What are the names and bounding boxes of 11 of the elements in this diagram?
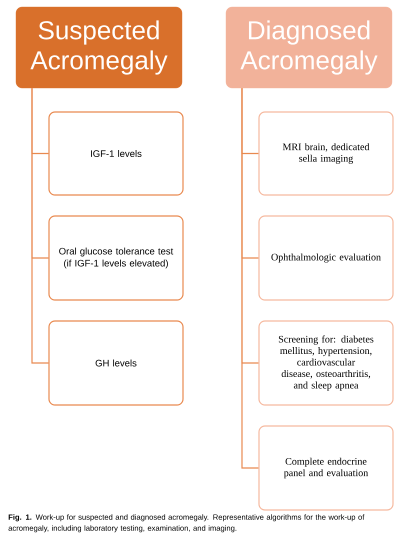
step-box: Ophthalmologic evaluation — [258, 215, 394, 301]
step-box: Complete endocrine panel and evaluation — [258, 425, 394, 511]
step-box: IGF-1 levels — [48, 111, 184, 196]
heading-box: Suspected Acromegaly — [16, 6, 182, 88]
step-box: Screening for: diabetes mellitus, hypertension, cardiovascular disease, osteoarthritis, and sleep apnea — [258, 320, 394, 406]
step-box: GH levels — [48, 320, 184, 406]
step-box: MRI brain, dedicated sella imaging — [258, 111, 394, 196]
connector-line — [31, 88, 48, 364]
heading-box: Diagnosed Acromegaly — [226, 6, 392, 88]
step-box: Oral glucose tolerance test (if IGF-1 levels elevated) — [48, 215, 184, 301]
connector-line — [241, 88, 258, 469]
